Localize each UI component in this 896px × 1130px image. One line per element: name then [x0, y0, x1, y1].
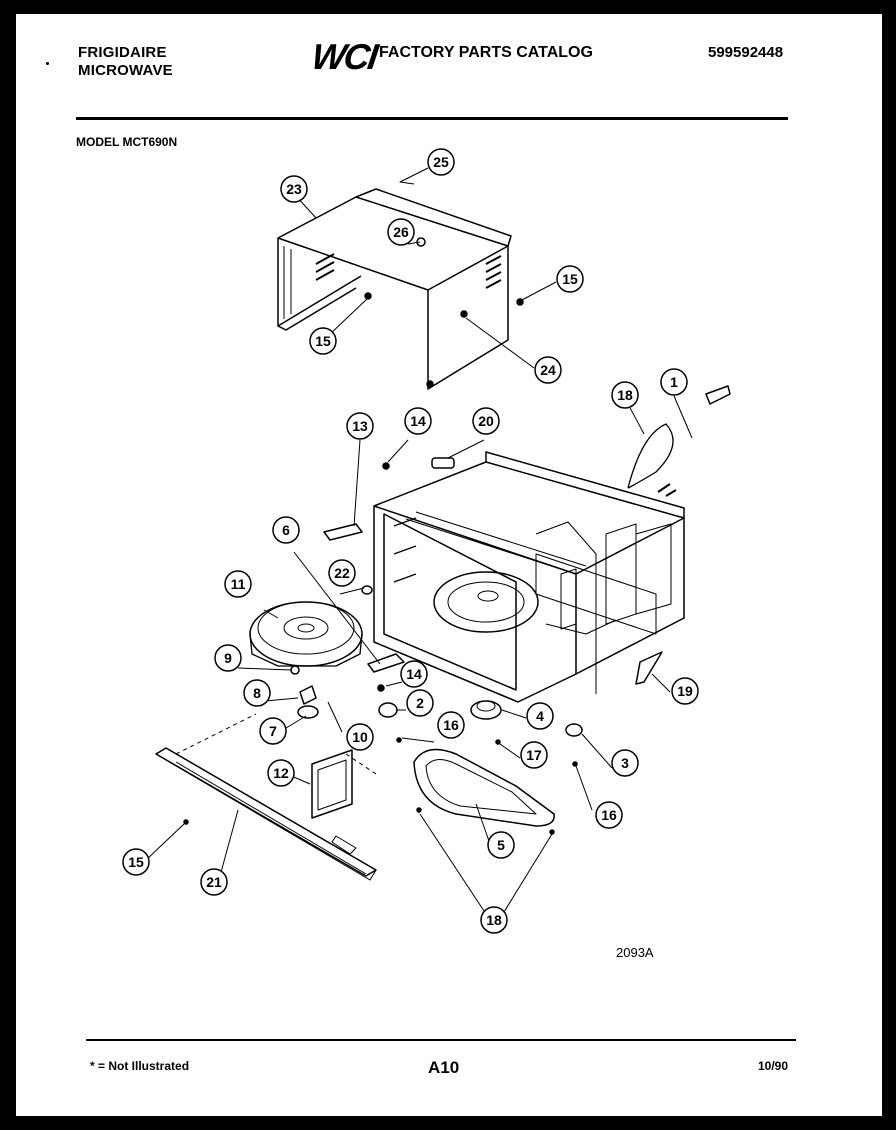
callout-3: 3 — [611, 749, 639, 777]
callout-17: 17 — [520, 741, 548, 769]
speck-mark — [46, 62, 49, 65]
callout-15-bottom: 15 — [122, 848, 150, 876]
callout-14-mid: 14 — [400, 660, 428, 688]
callout-1: 1 — [660, 368, 688, 396]
outer-cabinet-drawing — [277, 188, 524, 390]
revision-date: 10/90 — [758, 1059, 789, 1073]
svg-text:23: 23 — [286, 181, 302, 197]
callout-21: 21 — [200, 868, 228, 896]
catalog-number: 599592448 — [708, 44, 784, 61]
callout-19: 19 — [671, 677, 699, 705]
callout-15-top-right: 15 — [556, 265, 584, 293]
front-rail-drawing — [155, 747, 377, 881]
svg-text:22: 22 — [334, 565, 350, 581]
svg-text:21: 21 — [206, 874, 222, 890]
callout-9: 9 — [214, 644, 242, 672]
svg-text:16: 16 — [443, 717, 459, 733]
brand-line-1: FRIGIDAIRE — [78, 44, 167, 61]
svg-text:5: 5 — [497, 837, 505, 853]
callout-7: 7 — [259, 717, 287, 745]
callout-25: 25 — [427, 148, 455, 176]
svg-text:26: 26 — [393, 224, 409, 240]
svg-text:9: 9 — [224, 650, 232, 666]
brand-block: FRIGIDAIRE MICROWAVE — [78, 44, 173, 80]
svg-text:12: 12 — [273, 765, 289, 781]
callout-18-top: 18 — [611, 381, 639, 409]
brand-line-2: MICROWAVE — [78, 62, 173, 79]
callout-23: 23 — [280, 175, 308, 203]
svg-text:16: 16 — [601, 807, 617, 823]
callout-13: 13 — [346, 412, 374, 440]
svg-text:8: 8 — [253, 685, 261, 701]
callout-6: 6 — [272, 516, 300, 544]
page-number: A10 — [428, 1058, 460, 1077]
callout-22: 22 — [328, 559, 356, 587]
svg-text:13: 13 — [352, 418, 368, 434]
callout-10: 10 — [346, 723, 374, 751]
callout-11: 11 — [224, 570, 252, 598]
callout-14-top: 14 — [404, 407, 432, 435]
svg-text:19: 19 — [677, 683, 693, 699]
svg-text:4: 4 — [536, 708, 544, 724]
callout-24: 24 — [534, 356, 562, 384]
svg-text:18: 18 — [486, 912, 502, 928]
callout-20: 20 — [472, 407, 500, 435]
oven-chassis-drawing — [373, 451, 685, 703]
svg-text:3: 3 — [621, 755, 629, 771]
callout-18-bottom: 18 — [480, 906, 508, 934]
svg-text:6: 6 — [282, 522, 290, 538]
callout-15-top-left: 15 — [309, 327, 337, 355]
svg-text:11: 11 — [231, 576, 246, 592]
svg-text:10: 10 — [352, 729, 368, 745]
svg-text:24: 24 — [540, 362, 556, 378]
leader-lines — [145, 167, 693, 915]
svg-text:20: 20 — [478, 413, 494, 429]
diagram-code: 2093A — [616, 945, 654, 960]
svg-text:14: 14 — [410, 413, 426, 429]
footnote: * = Not Illustrated — [90, 1059, 190, 1073]
exploded-parts-diagram: 25 23 26 15 15 24 1 18 13 14 20 6 22 11 … — [122, 148, 731, 934]
turntable-drawing — [249, 601, 363, 667]
svg-text:18: 18 — [617, 387, 633, 403]
svg-text:17: 17 — [526, 747, 542, 763]
callout-5: 5 — [487, 831, 515, 859]
callout-26: 26 — [387, 218, 415, 246]
svg-text:15: 15 — [562, 271, 578, 287]
callout-4: 4 — [526, 702, 554, 730]
footer-rule — [86, 1039, 796, 1041]
svg-text:2: 2 — [416, 695, 424, 711]
callout-16-right: 16 — [595, 801, 623, 829]
svg-text:25: 25 — [433, 154, 449, 170]
catalog-page: FRIGIDAIRE MICROWAVE WCI FACTORY PARTS C… — [16, 14, 882, 1116]
svg-text:15: 15 — [128, 854, 144, 870]
callout-16-center: 16 — [437, 711, 465, 739]
svg-text:7: 7 — [269, 723, 277, 739]
svg-text:1: 1 — [670, 374, 678, 390]
callout-8: 8 — [243, 679, 271, 707]
catalog-title: FACTORY PARTS CATALOG — [379, 44, 593, 61]
svg-text:15: 15 — [315, 333, 331, 349]
callout-2: 2 — [406, 689, 434, 717]
callout-12: 12 — [267, 759, 295, 787]
svg-text:14: 14 — [406, 666, 422, 682]
model-label: MODEL MCT690N — [76, 135, 178, 149]
header-rule — [76, 117, 788, 120]
base-plate-drawing — [413, 748, 555, 827]
